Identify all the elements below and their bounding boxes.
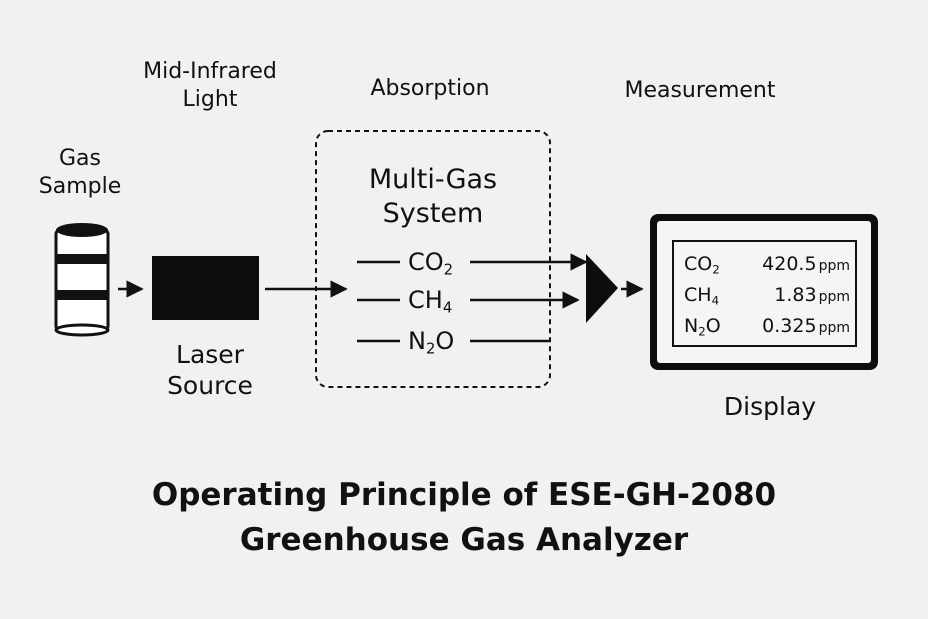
reading-gas-subscript: 4 [711, 293, 720, 308]
reading-unit: ppm [818, 289, 850, 305]
gas-label-n2o: N2O [404, 327, 459, 358]
reading-gas-suffix: O [705, 315, 721, 337]
reading-gas: CH4 [684, 280, 719, 310]
gas-label-co2: CO2 [404, 248, 458, 279]
laser-source-label: Laser Source [167, 340, 253, 400]
gas-subscript: 2 [443, 260, 454, 279]
measurement-label: Measurement [624, 78, 776, 103]
multi-gas-system-title: Multi-Gas System [368, 164, 498, 229]
reading-gas-formula: CO [684, 253, 713, 275]
mid-infrared-light-label: Mid-Infrared Light [143, 59, 277, 112]
detector-icon [586, 254, 618, 323]
gas-sample-label: Gas Sample [38, 146, 122, 199]
title-line-2: Greenhouse Gas Analyzer [239, 522, 689, 558]
multi-gas-system-box [315, 130, 551, 388]
gas-label-ch4: CH4 [404, 286, 457, 317]
reading-number: 1.83 [774, 284, 817, 306]
reading-gas-subscript: 2 [712, 262, 720, 277]
gas-formula: CO [408, 248, 444, 276]
reading-number: 0.325 [762, 315, 817, 337]
display-label: Display [723, 392, 817, 421]
reading-unit: ppm [818, 258, 850, 274]
gas-sample-cylinder-icon [54, 223, 110, 337]
laser-source-block [152, 256, 259, 320]
display-screen [657, 221, 871, 363]
reading-unit: ppm [818, 320, 850, 336]
gas-subscript: 4 [442, 298, 453, 317]
gas-subscript: 2 [425, 339, 436, 358]
title-line-1: Operating Principle of ESE-GH-2080 [151, 477, 777, 513]
reading-gas: N2O [684, 311, 721, 341]
gas-suffix: O [435, 327, 455, 355]
reading-gas-formula: CH [684, 284, 712, 306]
display-readout-panel [672, 240, 857, 347]
gas-formula: CH [408, 286, 443, 314]
gas-formula: N [408, 327, 426, 355]
reading-gas: CO2 [684, 249, 720, 279]
reading-gas-formula: N [684, 315, 699, 337]
reading-gas-subscript: 2 [698, 324, 706, 339]
absorption-label: Absorption [370, 76, 490, 101]
reading-number: 420.5 [762, 253, 817, 275]
